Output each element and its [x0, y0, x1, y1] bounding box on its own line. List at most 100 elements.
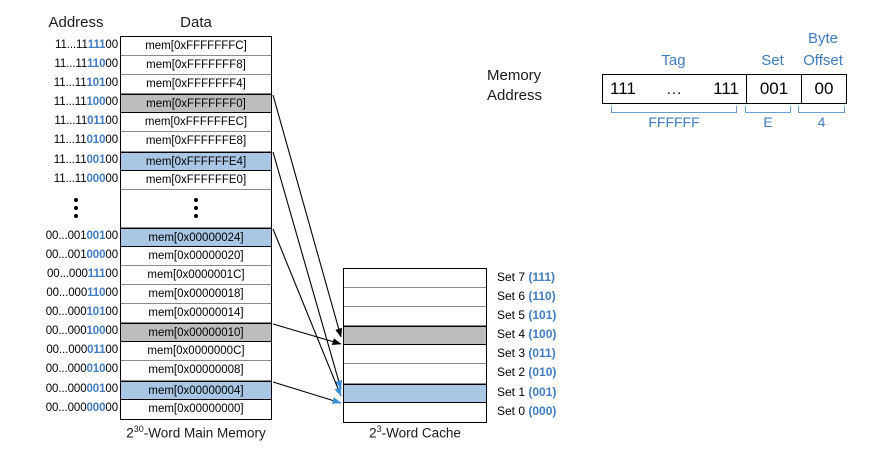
byte-offset-field: 00: [801, 75, 846, 103]
address-tag-bits: 00...000: [46, 344, 88, 357]
main-memory-caption: 230-Word Main Memory: [110, 424, 282, 441]
address-offset-bits: 00: [105, 267, 118, 280]
address-offset-bits: 00: [105, 77, 118, 90]
memory-data-row: mem[0xFFFFFFF8]: [121, 56, 271, 76]
address-bits: 11...1101100: [34, 112, 118, 131]
memory-data-row: mem[0x00000010]: [121, 323, 271, 343]
memory-data-row: mem[0xFFFFFFE4]: [121, 151, 271, 171]
address-offset-bits: 00: [105, 325, 118, 338]
cache-caption-text: -Word Cache: [381, 425, 461, 441]
address-bits: 11...1101000: [34, 131, 118, 150]
address-offset-bits: 00: [105, 363, 118, 376]
arrow-mem-00000004-to-set1: [272, 381, 342, 404]
tag-right-bits: 111: [713, 79, 739, 98]
address-tag-bits: 00...001: [45, 229, 87, 242]
cache-caption: 23-Word Cache: [340, 424, 490, 441]
address-field-box: 111 ... 111 001 00: [602, 74, 847, 104]
address-offset-bits: 00: [105, 39, 118, 51]
address-set-bits: 111: [87, 39, 106, 51]
offset-field-header: Offset: [803, 52, 843, 69]
mid-hex-brace: [745, 106, 791, 113]
address-offset-bits: 00: [105, 134, 118, 147]
mm-caption-base: 2: [126, 425, 134, 441]
cache-caption-exponent: 3: [376, 424, 382, 434]
address-tag-bits: 00...000: [45, 325, 87, 338]
cache-set-labels: Set 7 (111)Set 6 (110)Set 5 (101)Set 4 (…: [497, 268, 556, 421]
cache-set-name: Set 1: [497, 384, 529, 399]
memory-data-row: mem[0xFFFFFFFC]: [121, 37, 271, 57]
address-set-bits: 000: [86, 401, 106, 414]
cache-set-binary: (110): [528, 289, 556, 304]
address-offset-bits: 00: [105, 382, 118, 395]
address-set-bits: 010: [86, 363, 106, 376]
address-tag-bits: 00...001: [45, 248, 87, 261]
address-tag-bits: 00...000: [47, 267, 88, 280]
tag-ellipsis: ...: [666, 80, 683, 98]
address-offset-bits: 00: [105, 401, 118, 414]
cache-set-row: [344, 269, 486, 289]
address-offset-bits: 00: [105, 153, 118, 166]
memory-data-row: mem[0x00000000]: [121, 399, 271, 419]
address-set-bits: 000: [86, 248, 106, 261]
mm-caption-exponent: 30: [133, 424, 144, 434]
address-set-bits: 100: [86, 96, 106, 109]
memory-data-row: mem[0x0000000C]: [121, 342, 271, 362]
memory-data-row: mem[0x0000001C]: [121, 265, 271, 286]
memory-data-row: mem[0x00000020]: [121, 246, 271, 266]
arrow-mem-00000024-to-set1: [272, 228, 342, 397]
address-offset-bits: 00: [105, 96, 118, 109]
memory-data-row: mem[0xFFFFFFF0]: [121, 94, 271, 114]
address-offset-bits: 00: [105, 229, 118, 242]
address-tag-bits: 11...11: [55, 39, 88, 51]
cache-set-label: Set 6 (110): [497, 287, 556, 306]
data-column-header: Data: [180, 14, 212, 31]
memory-data-row: mem[0x00000018]: [121, 285, 271, 305]
address-offset-bits: 00: [105, 115, 118, 128]
cache-set-row: [344, 288, 486, 308]
cache-set-label: Set 2 (010): [497, 363, 556, 382]
byte-field-header: Byte: [807, 30, 838, 47]
cache-set-label: Set 5 (101): [497, 306, 556, 325]
cache-set-name: Set 4: [497, 327, 529, 342]
cache-set-name: Set 3: [497, 346, 529, 361]
set-field: 001: [746, 75, 801, 103]
cache-set-row: [344, 364, 486, 384]
main-memory-box: mem[0xFFFFFFFC]mem[0xFFFFFFF8] mem[0xFFFF…: [120, 36, 272, 420]
address-tag-bits: 11...11: [53, 172, 87, 185]
cache-set-name: Set 6: [497, 289, 529, 304]
address-bits: 00...00001100: [34, 341, 118, 360]
memory-data-row: mem[0x00000014]: [121, 304, 271, 324]
address-tag-bits: 11...11: [53, 134, 87, 147]
cache-set-binary: (111): [528, 270, 556, 284]
address-tag-bits: 00...000: [45, 382, 87, 395]
address-tag-bits: 00...000: [45, 306, 87, 319]
memory-address-label-line2: Address: [487, 87, 543, 104]
address-set-bits: 001: [86, 382, 106, 395]
address-set-bits: 010: [86, 134, 106, 147]
address-offset-bits: 00: [105, 306, 118, 319]
set-field-header: Set: [761, 52, 784, 69]
cache-set-label: Set 7 (111): [497, 268, 556, 287]
cache-set-binary: (101): [528, 308, 557, 323]
address-tag-bits: 00...000: [45, 363, 87, 376]
cache-set-row: [344, 345, 486, 365]
address-ellipsis: [34, 189, 118, 227]
cache-set-binary: (100): [528, 327, 557, 342]
address-bits: 00...00011000: [34, 284, 118, 303]
address-bits: 00...00010100: [34, 303, 118, 322]
address-tag-bits: 11...11: [53, 77, 87, 90]
cache-set-binary: (001): [528, 384, 557, 399]
address-set-bits: 101: [86, 306, 106, 319]
address-bits: 11...1111000: [34, 55, 118, 74]
address-offset-bits: 00: [105, 248, 118, 261]
address-bits: 00...00000000: [34, 399, 118, 418]
address-offset-bits: 00: [105, 172, 118, 185]
address-set-bits: 110: [87, 287, 106, 300]
address-bits: 11...1110000: [34, 93, 118, 112]
cache-caption-base: 2: [369, 425, 377, 441]
address-set-bits: 001: [86, 229, 106, 242]
low-hex-brace: [798, 106, 845, 113]
address-tag-bits: 00...000: [45, 401, 87, 414]
